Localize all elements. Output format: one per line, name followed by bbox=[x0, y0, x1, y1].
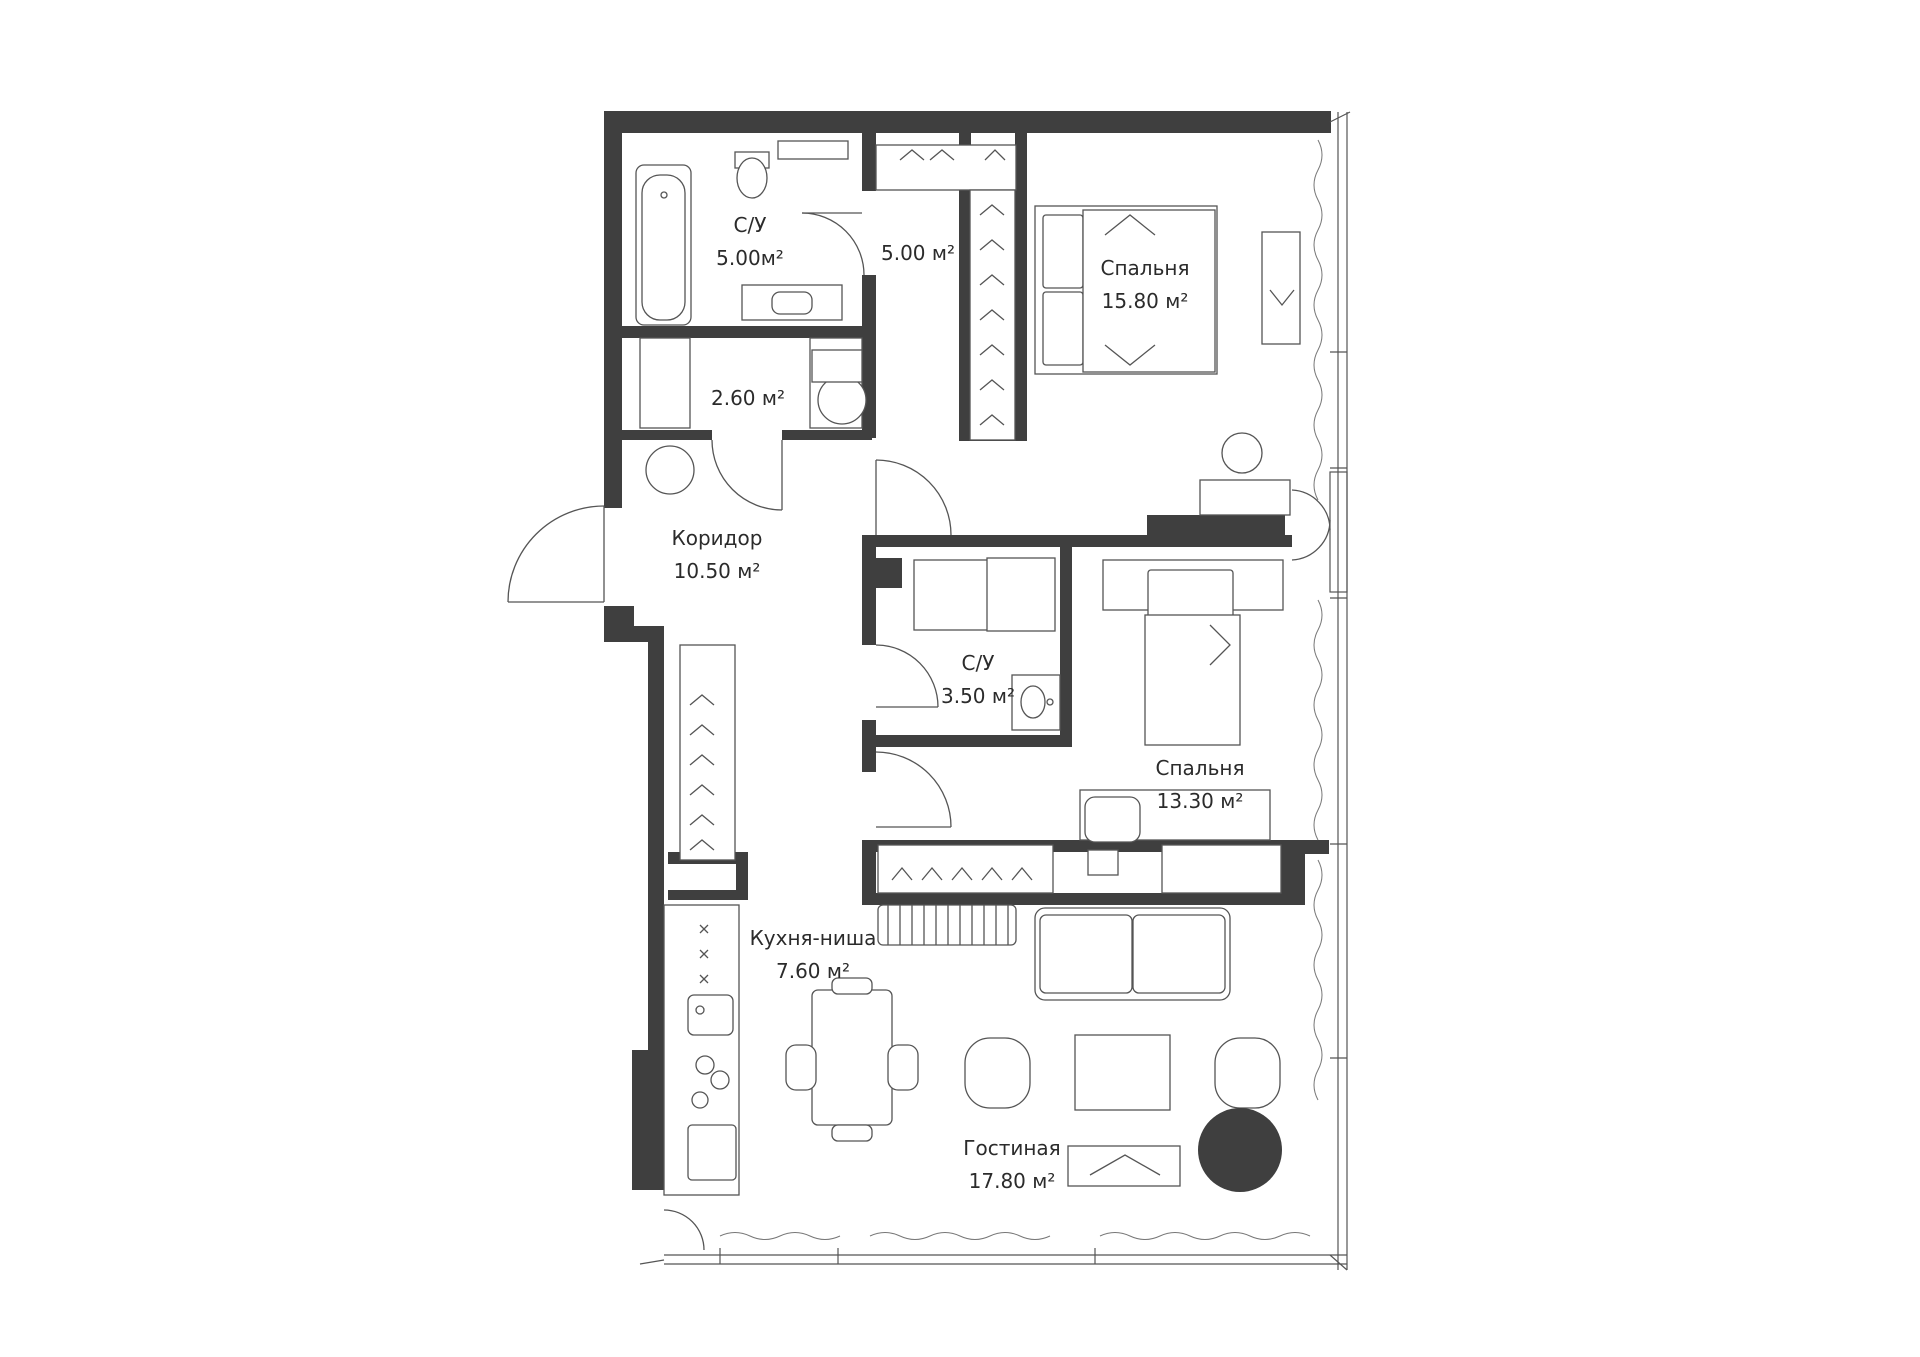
room-storage-area: 2.60 м² bbox=[711, 386, 785, 410]
room-kitchen-area: 7.60 м² bbox=[776, 959, 850, 983]
room-corridor-name: Коридор bbox=[672, 526, 763, 550]
room-bath-guest-name: С/У bbox=[962, 651, 995, 675]
room-bedroom-1-name: Спальня bbox=[1101, 256, 1190, 280]
room-kitchen-name: Кухня-ниша bbox=[750, 926, 877, 950]
living-furniture bbox=[785, 904, 1282, 1192]
glazing bbox=[639, 111, 1351, 1271]
room-wardrobe-area: 5.00 м² bbox=[881, 241, 955, 265]
room-bedroom-2-name: Спальня bbox=[1156, 756, 1245, 780]
room-labels: С/У 5.00м² 5.00 м² Спальня 15.80 м² 2.60… bbox=[672, 213, 1245, 1193]
round-table bbox=[1198, 1108, 1282, 1192]
curtains bbox=[719, 139, 1323, 1240]
room-bath-guest-area: 3.50 м² bbox=[941, 684, 1015, 708]
room-corridor-area: 10.50 м² bbox=[674, 559, 761, 583]
doors bbox=[507, 212, 1331, 1251]
room-bath-master-area: 5.00м² bbox=[716, 246, 784, 270]
room-living-name: Гостиная bbox=[963, 1136, 1060, 1160]
kitchen-fixtures bbox=[663, 904, 740, 1196]
room-bedroom-2-area: 13.30 м² bbox=[1157, 789, 1244, 813]
guest-bath-fixtures bbox=[913, 557, 1061, 731]
room-bedroom-1-area: 15.80 м² bbox=[1102, 289, 1189, 313]
bath-master-fixtures bbox=[635, 140, 849, 326]
room-bath-master-name: С/У bbox=[734, 213, 767, 237]
bedroom-1-furniture bbox=[1034, 205, 1301, 516]
bedroom-2-furniture bbox=[1079, 559, 1284, 876]
room-living-area: 17.80 м² bbox=[969, 1169, 1056, 1193]
wardrobes bbox=[639, 144, 1282, 894]
